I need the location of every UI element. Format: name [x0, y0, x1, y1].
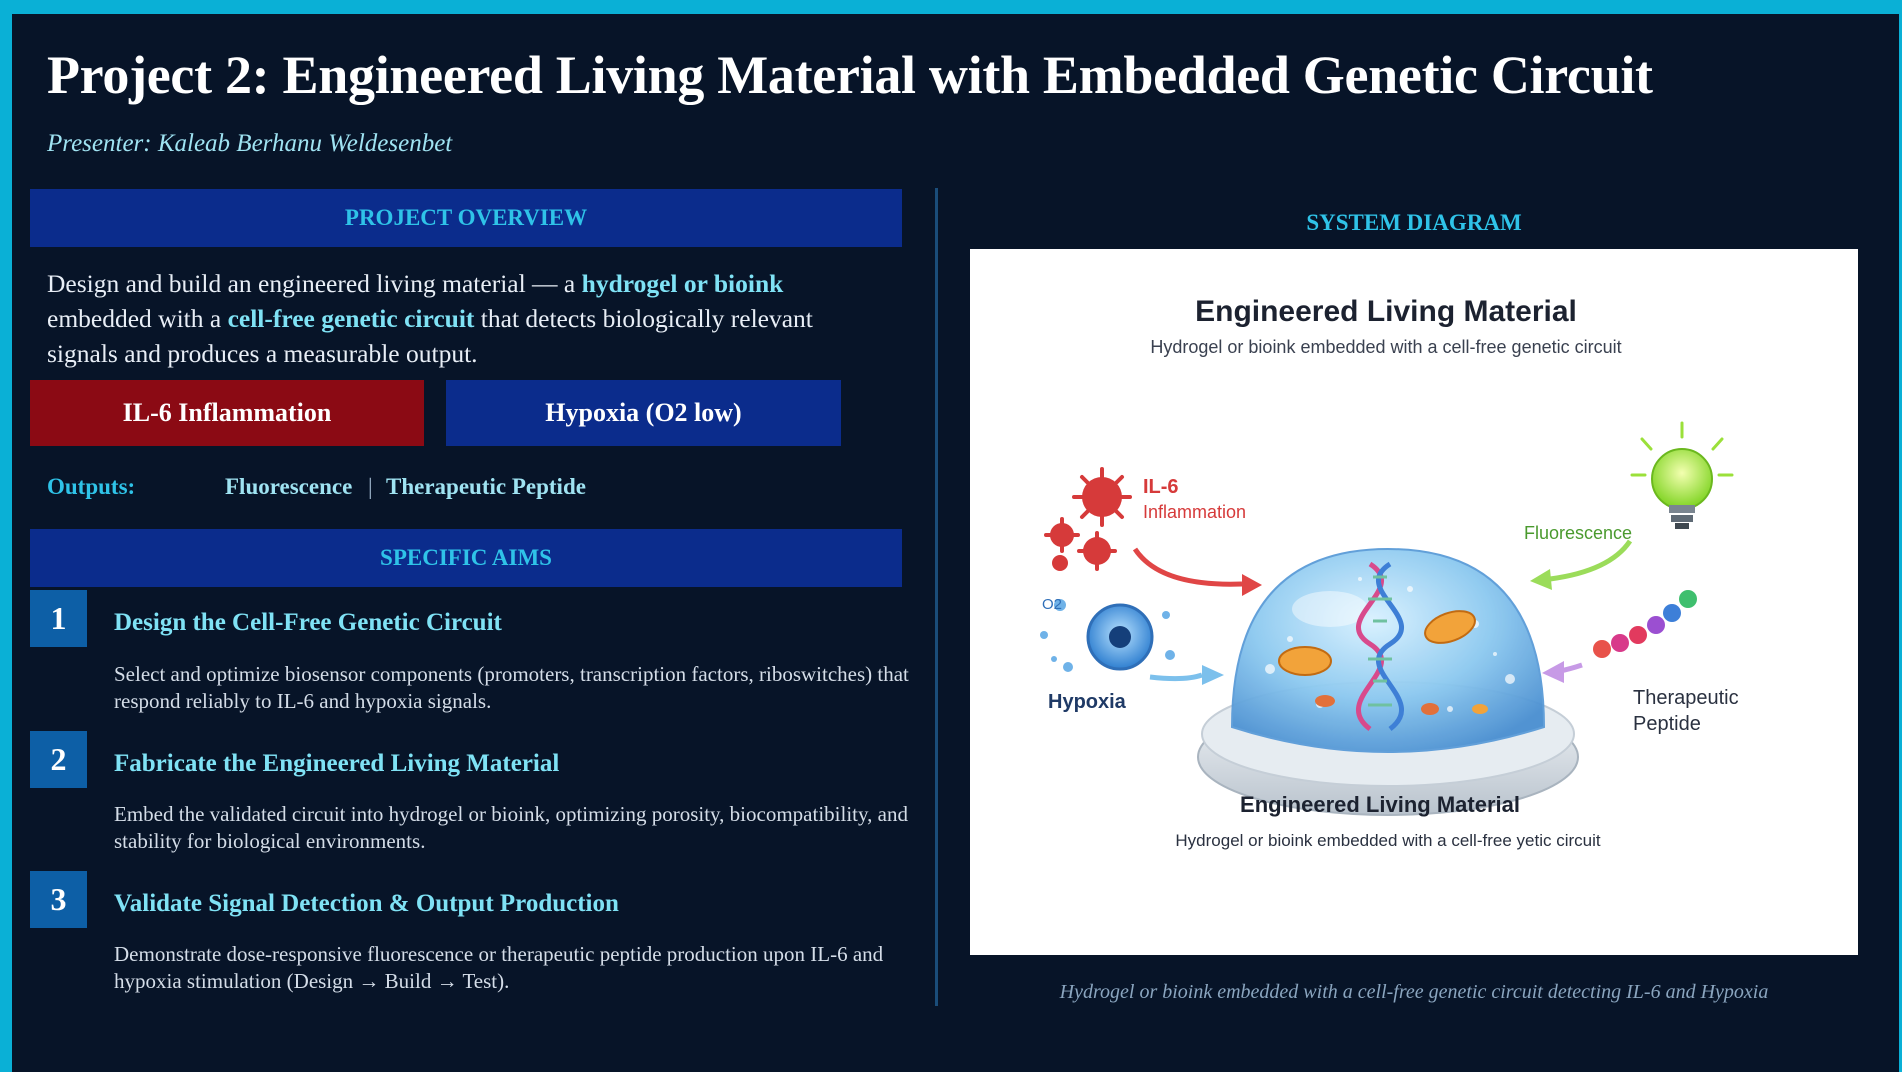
input-il6-box: IL-6 Inflammation [30, 380, 424, 446]
aim-1-number: 1 [30, 590, 87, 647]
hypoxia-label: Hypoxia [1048, 691, 1127, 713]
diagram-bottom-title: Engineered Living Material [1240, 792, 1520, 817]
dna-helix-icon [1355, 561, 1405, 731]
outputs-label: Outputs: [47, 474, 136, 499]
overview-text-part: that detects biologically relevant signa… [47, 304, 813, 368]
peptide-chain-icon [1593, 590, 1697, 658]
hypoxia-arrow-icon [1149, 672, 1203, 682]
presenter-name: Presenter: Kaleab Berhanu Weldesenbet [47, 130, 453, 157]
peptide-label-line-2: Peptide [1633, 713, 1701, 735]
top-accent-bar [0, 0, 1902, 14]
peptide-arrow-head-icon [1542, 661, 1564, 683]
aim-1-title: Design the Cell-Free Genetic Circuit [114, 609, 502, 636]
aim-2-number: 2 [30, 731, 87, 788]
aim-3-number: 3 [30, 871, 87, 928]
il6-label: IL-6 [1143, 476, 1179, 498]
aim-2-title: Fabricate the Engineered Living Material [114, 750, 560, 777]
aim-1-description: Select and optimize biosensor components… [114, 662, 909, 713]
hypoxia-arrow-head-icon [1202, 665, 1224, 685]
diagram-caption: Hydrogel or bioink embedded with a cell-… [1059, 981, 1769, 1003]
system-diagram: Engineered Living Material Hydrogel or b… [970, 249, 1858, 955]
il6-sublabel: Inflammation [1143, 502, 1246, 522]
output-therapeutic-peptide: Therapeutic Peptide [386, 474, 586, 499]
overview-text: Design and build an engineered living ma… [47, 266, 887, 371]
overview-text-part: Design and build an engineered living ma… [47, 269, 582, 298]
slide-title: Project 2: Engineered Living Material wi… [47, 45, 1653, 105]
overview-highlight-hydrogel: hydrogel or bioink [581, 269, 784, 298]
dome-highlight [1292, 591, 1368, 627]
fluorescence-arrow-icon [1549, 539, 1633, 582]
o2-label: O2 [1042, 596, 1062, 613]
output-separator: | [368, 474, 373, 499]
aims-header: SPECIFIC AIMS [30, 529, 902, 587]
right-accent-bar [1899, 0, 1902, 1072]
aim-3-description: Demonstrate dose-responsive fluorescence… [114, 942, 884, 993]
aim-2-description: Embed the validated circuit into hydroge… [114, 802, 908, 853]
aim-3-title: Validate Signal Detection & Output Produ… [114, 890, 619, 917]
light-bulb-icon [1630, 421, 1734, 529]
diagram-illustration: Engineered Living Material Hydrogel or b… [1040, 295, 1739, 850]
column-divider [935, 188, 938, 1006]
diagram-bottom-subtitle: Hydrogel or bioink embedded with a cell-… [1175, 831, 1600, 850]
overview-text-part: embedded with a [47, 304, 228, 333]
diagram-header: SYSTEM DIAGRAM [1306, 210, 1522, 235]
fluorescence-label: Fluorescence [1524, 523, 1632, 543]
left-accent-bar [0, 0, 12, 1072]
hydrogel-dome [1230, 547, 1546, 753]
overview-highlight-circuit: cell-free genetic circuit [227, 304, 475, 333]
il6-arrow-icon [1132, 547, 1243, 587]
overview-header: PROJECT OVERVIEW [30, 189, 902, 247]
fluorescence-arrow-head-icon [1530, 569, 1552, 590]
diagram-title: Engineered Living Material [1195, 295, 1577, 328]
input-hypoxia-box: Hypoxia (O2 low) [446, 380, 841, 446]
il6-cytokine-icon [1044, 467, 1132, 571]
hypoxia-cell-icon [1040, 599, 1175, 672]
output-fluorescence: Fluorescence [225, 474, 353, 499]
cell-free-components [1278, 610, 1488, 715]
peptide-label-line-1: Therapeutic [1633, 687, 1739, 709]
il6-arrow-head-icon [1242, 574, 1262, 596]
diagram-subtitle: Hydrogel or bioink embedded with a cell-… [1150, 337, 1621, 357]
